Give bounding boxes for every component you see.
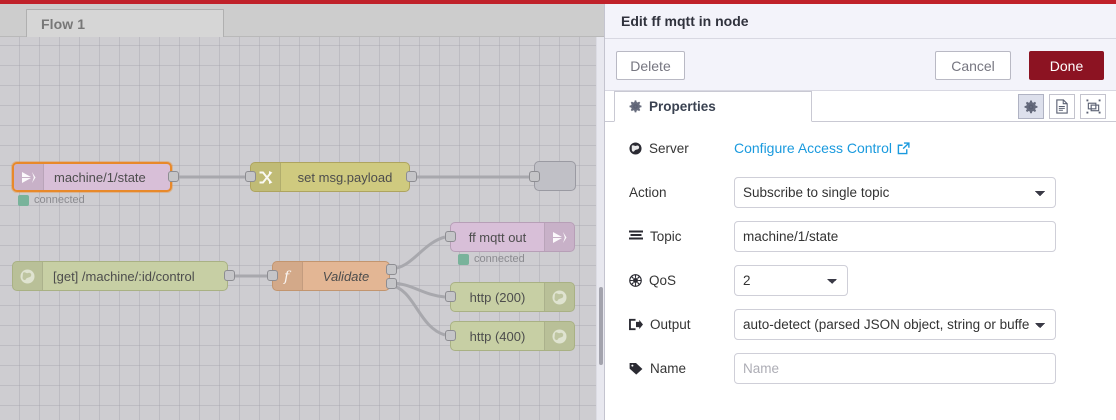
tag-icon (629, 362, 643, 375)
node-http-response-200-input-port[interactable] (445, 291, 456, 302)
flow-tab-flow-1[interactable]: Flow 1 (26, 9, 224, 38)
name-input[interactable] (734, 352, 1056, 384)
shuffle-icon (251, 163, 281, 191)
globe-icon (544, 283, 574, 311)
tab-properties[interactable]: Properties (614, 91, 812, 122)
globe-icon (13, 262, 43, 290)
configure-access-control-label: Configure Access Control (734, 140, 892, 156)
node-change-set-msg-payload[interactable]: set msg.payload (250, 162, 410, 192)
node-label: [get] /machine/:id/control (53, 268, 195, 284)
output-label-group: Output (629, 317, 734, 332)
flow-tab-bar: Flow 1 (0, 4, 604, 38)
node-function-validate[interactable]: f Validate (272, 261, 390, 291)
status-dot (18, 194, 29, 206)
topic-label-group: Topic (629, 229, 734, 244)
panel-action-bar: Delete Cancel Done (605, 39, 1116, 91)
wheel-icon (629, 273, 642, 287)
globe-icon (544, 322, 574, 350)
mqtt-icon (14, 164, 44, 190)
node-mqtt-in-status: connected (18, 194, 85, 206)
edit-node-panel: Edit ff mqtt in node Delete Cancel Done … (604, 4, 1116, 420)
output-label: Output (650, 316, 691, 332)
node-mqtt-in-output-port[interactable] (168, 171, 179, 182)
name-label-group: Name (629, 361, 734, 376)
node-label: machine/1/state (54, 169, 146, 185)
node-mqtt-out[interactable]: ff mqtt out (450, 222, 575, 252)
globe-icon (629, 141, 642, 155)
node-link-out-input-port[interactable] (529, 171, 540, 182)
flow-editor-pane: Flow 1 (0, 4, 604, 420)
node-function-output-port-1[interactable] (386, 264, 397, 275)
done-button[interactable]: Done (1029, 51, 1104, 80)
properties-gear-icon[interactable] (1018, 94, 1044, 119)
qos-select[interactable]: 2 (734, 264, 848, 296)
cancel-button[interactable]: Cancel (935, 51, 1011, 80)
form-row-name: Name (605, 346, 1116, 390)
node-label: set msg.payload (297, 169, 393, 185)
accent-top-bar (0, 0, 1116, 4)
delete-button[interactable]: Delete (616, 51, 685, 80)
output-select[interactable]: auto-detect (parsed JSON object, string … (734, 308, 1056, 340)
node-label: http (400) (469, 328, 526, 344)
node-label: http (200) (469, 289, 526, 305)
appearance-icon[interactable] (1080, 94, 1106, 119)
form-row-action: Action Subscribe to single topic (605, 170, 1116, 214)
node-function-output-port-2[interactable] (386, 278, 397, 289)
server-label-group: Server (629, 141, 734, 156)
external-link-icon (897, 141, 910, 155)
name-label: Name (650, 360, 687, 376)
node-label: Validate (322, 268, 370, 284)
node-mqtt-out-status: connected (458, 253, 525, 265)
qos-label-group: QoS (629, 273, 734, 288)
topic-input[interactable] (734, 220, 1056, 252)
configure-access-control-link[interactable]: Configure Access Control (734, 140, 910, 156)
panel-tab-strip: Properties (605, 91, 1116, 122)
node-http-in[interactable]: [get] /machine/:id/control (12, 261, 228, 291)
node-mqtt-out-input-port[interactable] (445, 231, 456, 242)
mqtt-icon (544, 223, 574, 251)
node-link-out[interactable] (534, 161, 576, 191)
canvas-vertical-scrollbar[interactable] (596, 37, 604, 420)
panel-tab-icon-buttons (1018, 94, 1106, 119)
node-http-response-400-input-port[interactable] (445, 330, 456, 341)
action-label-group: Action (629, 185, 734, 200)
action-select[interactable]: Subscribe to single topic (734, 176, 1056, 208)
node-http-response-400[interactable]: http (400) (450, 321, 575, 351)
status-dot (458, 253, 469, 265)
status-text: connected (34, 194, 85, 206)
node-change-input-port[interactable] (245, 171, 256, 182)
svg-text:f: f (283, 269, 292, 284)
status-text: connected (474, 253, 525, 265)
node-http-in-output-port[interactable] (224, 270, 235, 281)
flow-canvas[interactable]: machine/1/state connected set msg.payloa… (0, 37, 596, 420)
list-icon (629, 230, 643, 242)
sign-out-icon (629, 318, 643, 331)
scrollbar-thumb[interactable] (599, 287, 603, 365)
node-change-output-port[interactable] (406, 171, 417, 182)
panel-title: Edit ff mqtt in node (605, 4, 1116, 39)
gear-icon (629, 100, 642, 113)
node-http-response-200[interactable]: http (200) (450, 282, 575, 312)
form-row-server: Server Configure Access Control (605, 126, 1116, 170)
action-label: Action (629, 184, 667, 200)
node-properties-form: Server Configure Access Control (605, 126, 1116, 390)
node-mqtt-in[interactable]: machine/1/state (12, 162, 172, 192)
form-row-output: Output auto-detect (parsed JSON object, … (605, 302, 1116, 346)
form-row-topic: Topic (605, 214, 1116, 258)
description-icon[interactable] (1049, 94, 1075, 119)
form-row-qos: QoS 2 (605, 258, 1116, 302)
server-label: Server (649, 140, 689, 156)
topic-label: Topic (650, 228, 682, 244)
function-icon: f (273, 262, 303, 290)
tab-properties-label: Properties (649, 99, 716, 114)
node-function-input-port[interactable] (267, 270, 278, 281)
node-label: ff mqtt out (468, 229, 527, 245)
qos-label: QoS (649, 272, 677, 288)
